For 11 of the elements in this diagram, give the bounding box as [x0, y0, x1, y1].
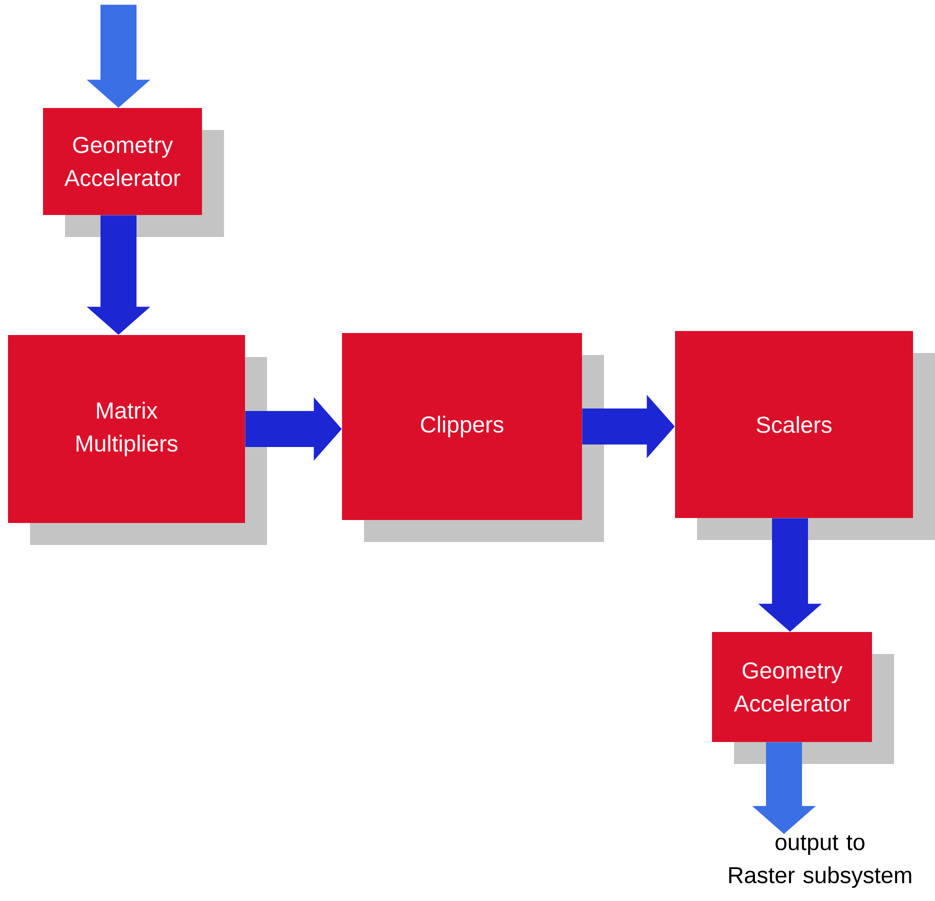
output-text: output to Raster subsystem: [729, 835, 912, 888]
process-box: [342, 333, 604, 542]
process-box: [8, 335, 267, 545]
process-box: [675, 331, 935, 540]
box-label: Geometry Accelerator: [64, 136, 180, 186]
box-label: Geometry Accelerator: [734, 662, 850, 712]
box-label: Clippers: [420, 416, 504, 438]
box-label: Scalers: [756, 416, 832, 433]
box-label: Matrix Multipliers: [76, 402, 178, 456]
process-box: [43, 108, 224, 237]
process-box: [712, 632, 894, 764]
